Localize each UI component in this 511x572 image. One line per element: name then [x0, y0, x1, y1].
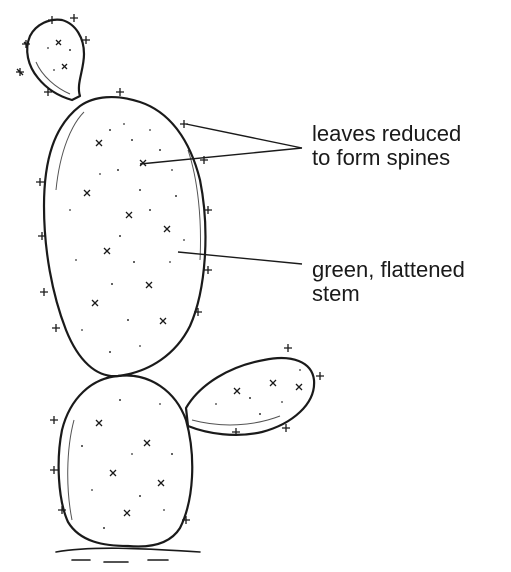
spines-label-line-1: leaves reduced — [312, 122, 461, 146]
stipple-texture — [47, 47, 301, 529]
cactus-plant — [16, 14, 324, 562]
stem-label: green, flattened stem — [312, 258, 465, 306]
stem-label-line-1: green, flattened — [312, 258, 465, 282]
stem-leader — [178, 252, 302, 264]
lower-pad — [59, 375, 193, 546]
spines-label: leaves reduced to form spines — [312, 122, 461, 170]
main-pad — [44, 97, 205, 376]
spines-label-line-2: to form spines — [312, 146, 461, 170]
stem-label-line-2: stem — [312, 282, 465, 306]
ground-line — [56, 548, 200, 562]
top-pad — [27, 20, 84, 100]
spines-leader — [140, 124, 302, 164]
